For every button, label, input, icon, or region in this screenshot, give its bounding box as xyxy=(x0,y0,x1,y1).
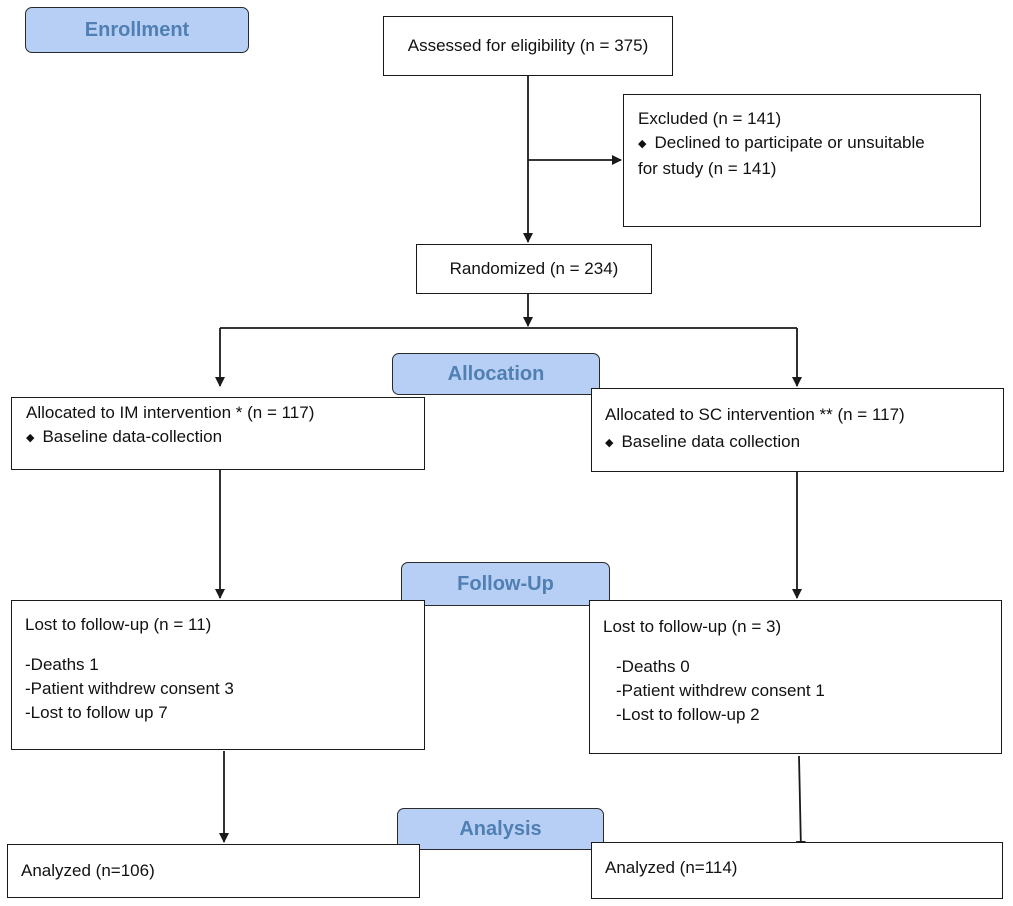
im-withdrew: -Patient withdrew consent 3 xyxy=(25,679,234,698)
im-allocation-box: Allocated to IM intervention * (n = 117)… xyxy=(11,397,425,470)
phase-enrollment: Enrollment xyxy=(25,7,249,53)
sc-analysis-box: Analyzed (n=114) xyxy=(591,842,1003,899)
im-allocated-text: Allocated to IM intervention * (n = 117) xyxy=(26,403,315,422)
sc-allocated-text: Allocated to SC intervention ** (n = 117… xyxy=(605,405,905,424)
sc-lost: -Lost to follow-up 2 xyxy=(616,705,760,724)
sc-allocation-box: Allocated to SC intervention ** (n = 117… xyxy=(591,388,1004,472)
im-analysis-box: Analyzed (n=106) xyxy=(7,844,420,898)
im-deaths: -Deaths 1 xyxy=(25,655,99,674)
randomized-text: Randomized (n = 234) xyxy=(449,259,619,278)
randomized-box: Randomized (n = 234) xyxy=(416,244,652,294)
im-followup-box: Lost to follow-up (n = 11) -Deaths 1 -Pa… xyxy=(11,600,425,750)
arrow-sc-to-analysis xyxy=(795,755,806,851)
sc-deaths: -Deaths 0 xyxy=(616,657,690,676)
sc-withdrew: -Patient withdrew consent 1 xyxy=(616,681,825,700)
sc-baseline-text: Baseline data collection xyxy=(621,432,801,451)
phase-allocation: Allocation xyxy=(392,353,600,395)
assessed-box: Assessed for eligibility (n = 375) xyxy=(383,16,673,76)
excluded-box: Excluded (n = 141) ◆ Declined to particip… xyxy=(623,94,981,227)
phase-follow-up: Follow-Up xyxy=(401,562,610,606)
diamond-bullet-icon: ◆ xyxy=(605,437,614,449)
im-lost-title: Lost to follow-up (n = 11) xyxy=(25,615,212,634)
im-lost: -Lost to follow up 7 xyxy=(25,703,168,722)
sc-baseline-row: ◆ Baseline data collection xyxy=(605,430,1003,456)
phase-analysis: Analysis xyxy=(397,808,604,850)
assessed-text: Assessed for eligibility (n = 375) xyxy=(407,36,649,55)
sc-lost-title: Lost to follow-up (n = 3) xyxy=(603,617,782,636)
sc-analyzed: Analyzed (n=114) xyxy=(605,858,738,877)
excluded-bullet-row: ◆ Declined to participate or unsuitable xyxy=(638,131,980,157)
im-analyzed: Analyzed (n=106) xyxy=(21,861,155,880)
excluded-title: Excluded (n = 141) xyxy=(638,109,782,128)
excluded-reason-line1: Declined to participate or unsuitable xyxy=(654,133,925,152)
excluded-reason-line2: for study (n = 141) xyxy=(638,159,777,178)
diamond-bullet-icon: ◆ xyxy=(26,432,35,444)
diamond-bullet-icon: ◆ xyxy=(638,138,647,150)
im-baseline-row: ◆ Baseline data-collection xyxy=(26,425,424,451)
im-baseline-text: Baseline data-collection xyxy=(42,427,223,446)
sc-followup-box: Lost to follow-up (n = 3) -Deaths 0 -Pat… xyxy=(589,600,1002,754)
